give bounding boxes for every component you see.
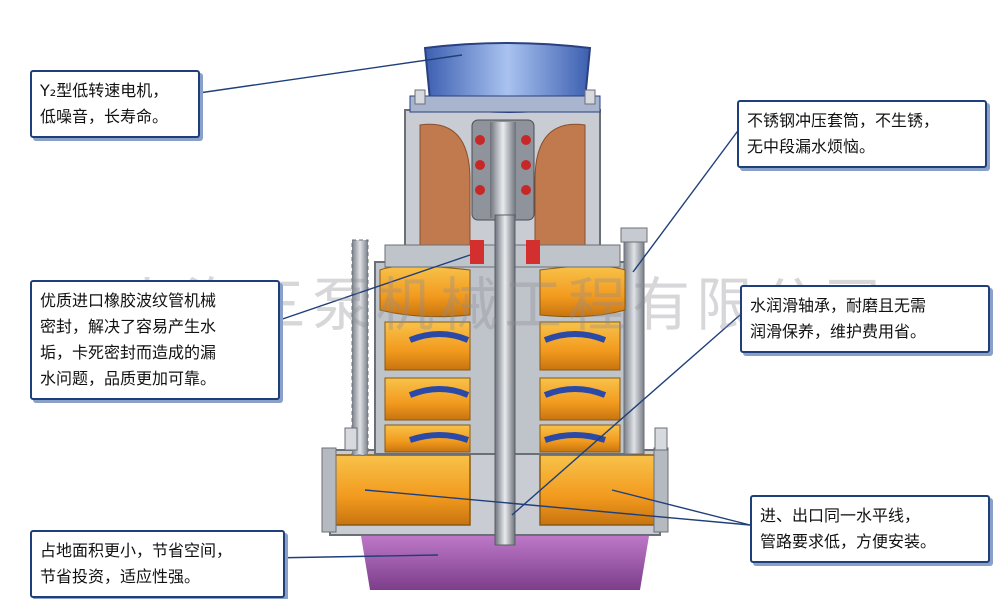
- callout-line: 节省投资，适应性强。: [40, 567, 201, 586]
- callout-line: 管路要求低，方便安装。: [760, 532, 937, 551]
- callout-line: 无中段漏水烦恼。: [747, 137, 876, 156]
- callout-inlet-outlet: 进、出口同一水平线， 管路要求低，方便安装。: [750, 495, 990, 563]
- callout-line: 占地面积更小，节省空间，: [40, 541, 233, 560]
- bracket-inner: [419, 123, 471, 246]
- callout-line: 润滑保养，维护费用省。: [750, 322, 927, 341]
- mechanical-seal: [470, 240, 484, 264]
- stage-3r: [539, 377, 621, 421]
- callout-bearing: 水润滑轴承，耐磨且无需 润滑保养，维护费用省。: [740, 285, 990, 353]
- stage-3: [384, 377, 471, 421]
- callout-footprint: 占地面积更小，节省空间， 节省投资，适应性强。: [30, 530, 285, 598]
- callout-line: 优质进口橡胶波纹管机械: [40, 291, 217, 310]
- coupling-core: [490, 122, 516, 218]
- base-foundation: [360, 530, 650, 590]
- callout-line: 进、出口同一水平线，: [760, 506, 921, 525]
- motor-flange: [409, 95, 601, 113]
- pump-shaft: [494, 214, 516, 546]
- inlet-pipe: [329, 454, 471, 526]
- callout-seal: 优质进口橡胶波纹管机械 密封，解决了容易产生水 垢，卡死密封而造成的漏 水问题，…: [30, 280, 280, 400]
- callout-line: 水润滑轴承，耐磨且无需: [750, 296, 927, 315]
- outlet-flange: [653, 447, 669, 533]
- callout-line: 低噪音，长寿命。: [40, 107, 169, 126]
- inlet-flange: [321, 447, 337, 533]
- callout-sleeve: 不锈钢冲压套筒，不生锈， 无中段漏水烦恼。: [737, 100, 987, 168]
- callout-line: 垢，卡死密封而造成的漏: [40, 343, 217, 362]
- callout-line: 水问题，品质更加可靠。: [40, 369, 217, 388]
- callout-motor: Y₂型低转速电机， 低噪音，长寿命。: [30, 70, 200, 138]
- bracket-inner-r: [534, 123, 586, 246]
- tie-rod-cap: [620, 227, 648, 243]
- callout-line: 密封，解决了容易产生水: [40, 317, 217, 336]
- callout-line: Y₂型低转速电机，: [40, 81, 169, 100]
- callout-line: 不锈钢冲压套筒，不生锈，: [747, 111, 940, 130]
- stage-4r: [539, 424, 621, 453]
